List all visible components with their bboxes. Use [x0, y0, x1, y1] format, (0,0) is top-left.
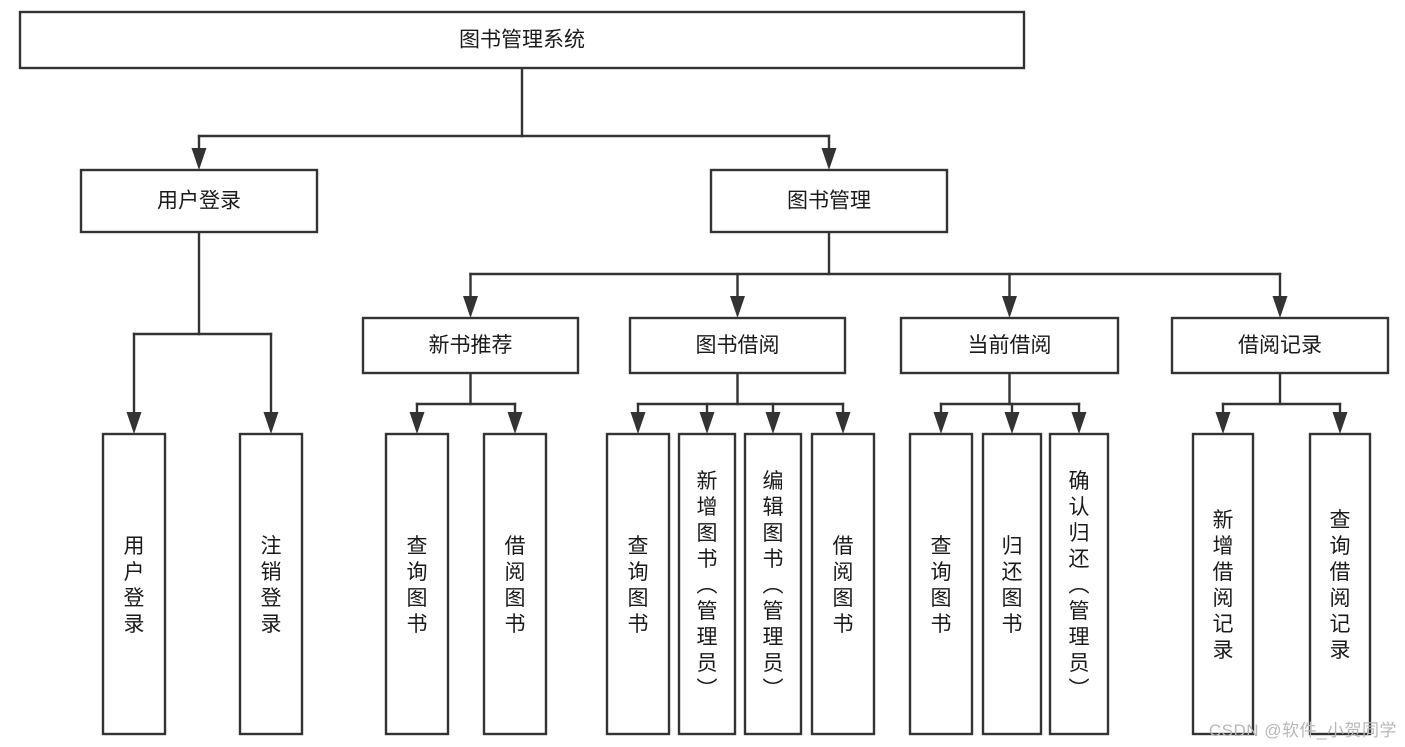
- arrow-head-icon: [507, 412, 523, 434]
- node-label: 新增图书︵管理员︶: [697, 470, 718, 701]
- node-label: 用户登录: [157, 190, 241, 213]
- arrow-head-icon: [1071, 412, 1087, 434]
- connector-group-user-login: [126, 230, 279, 434]
- arrow-head-icon: [933, 412, 949, 434]
- node-label: 当前借阅: [968, 334, 1052, 357]
- node-user-login[interactable]: 用户登录: [79, 168, 319, 234]
- arrow-head-icon: [191, 148, 207, 170]
- node-label: 查询借阅记录: [1330, 509, 1351, 662]
- node-box[interactable]: [709, 168, 949, 234]
- node-root[interactable]: 图书管理系统: [18, 10, 1026, 70]
- arrow-head-icon: [1215, 412, 1231, 434]
- node-box[interactable]: [1170, 316, 1390, 375]
- node-label: 查询图书: [628, 535, 649, 636]
- node-box[interactable]: [18, 10, 1026, 70]
- arrow-head-icon: [730, 296, 745, 318]
- node-leaf-query-book-1[interactable]: 查询图书: [384, 432, 450, 736]
- arrow-head-icon: [821, 148, 837, 170]
- node-leaf-add-record[interactable]: 新增借阅记录: [1191, 432, 1255, 736]
- connector-layer: [126, 66, 1348, 434]
- arrow-head-icon: [765, 412, 781, 434]
- node-leaf-borrow-book-2[interactable]: 借阅图书: [810, 432, 876, 736]
- connector-group-book-manage: [463, 230, 1288, 318]
- node-box[interactable]: [1191, 432, 1255, 736]
- node-box[interactable]: [384, 432, 450, 736]
- node-label: 用户登录: [124, 535, 145, 636]
- node-label: 新书推荐: [429, 334, 513, 357]
- arrow-head-icon: [463, 296, 478, 318]
- node-box[interactable]: [1048, 432, 1110, 736]
- node-leaf-query-book-3[interactable]: 查询图书: [908, 432, 974, 736]
- node-label: 编辑图书︵管理员︶: [763, 470, 784, 701]
- arrow-head-icon: [1332, 412, 1348, 434]
- node-label: 图书管理系统: [459, 29, 585, 52]
- node-label: 借阅记录: [1238, 334, 1322, 357]
- node-leaf-add-book[interactable]: 新增图书︵管理员︶: [677, 432, 737, 736]
- node-label: 归还图书: [1002, 535, 1023, 636]
- node-box[interactable]: [981, 432, 1043, 736]
- node-box[interactable]: [79, 168, 319, 234]
- arrow-head-icon: [1002, 296, 1017, 318]
- node-current-borrow[interactable]: 当前借阅: [899, 316, 1120, 375]
- node-leaf-query-book-2[interactable]: 查询图书: [605, 432, 671, 736]
- node-layer: 图书管理系统用户登录图书管理新书推荐图书借阅当前借阅借阅记录用户登录注销登录查询…: [18, 10, 1390, 736]
- node-leaf-edit-book[interactable]: 编辑图书︵管理员︶: [743, 432, 803, 736]
- node-label: 借阅图书: [833, 535, 854, 636]
- node-box[interactable]: [101, 432, 167, 736]
- connector-group-new-book-rec: [409, 371, 523, 434]
- node-leaf-logout[interactable]: 注销登录: [238, 432, 304, 736]
- node-leaf-query-record[interactable]: 查询借阅记录: [1308, 432, 1372, 736]
- node-label: 确认归还︵管理员︶: [1069, 470, 1090, 701]
- node-label: 查询图书: [931, 535, 952, 636]
- arrow-head-icon: [126, 412, 142, 434]
- node-box[interactable]: [908, 432, 974, 736]
- node-box[interactable]: [810, 432, 876, 736]
- node-leaf-return-book[interactable]: 归还图书: [981, 432, 1043, 736]
- arrow-head-icon: [699, 412, 715, 434]
- node-box[interactable]: [238, 432, 304, 736]
- node-label: 查询图书: [407, 535, 428, 636]
- node-borrow-record[interactable]: 借阅记录: [1170, 316, 1390, 375]
- node-label: 注销登录: [261, 535, 282, 636]
- connector-group-root: [191, 66, 837, 170]
- node-label: 借阅图书: [505, 535, 526, 636]
- arrow-head-icon: [835, 412, 851, 434]
- connector-group-borrow-record: [1215, 371, 1348, 434]
- node-leaf-borrow-book-1[interactable]: 借阅图书: [482, 432, 548, 736]
- node-box[interactable]: [743, 432, 803, 736]
- node-leaf-confirm-return[interactable]: 确认归还︵管理员︶: [1048, 432, 1110, 736]
- node-leaf-user-login[interactable]: 用户登录: [101, 432, 167, 736]
- node-label: 图书借阅: [696, 334, 780, 357]
- watermark-label: CSDN @软件_小贺同学: [1208, 721, 1397, 740]
- node-label: 图书管理: [787, 190, 871, 213]
- node-book-borrow[interactable]: 图书借阅: [628, 316, 847, 375]
- node-box[interactable]: [677, 432, 737, 736]
- arrow-head-icon: [1004, 412, 1020, 434]
- node-box[interactable]: [605, 432, 671, 736]
- arrow-head-icon: [630, 412, 646, 434]
- arrow-head-icon: [263, 412, 279, 434]
- connector-group-book-borrow: [630, 371, 851, 434]
- node-label: 新增借阅记录: [1213, 509, 1234, 662]
- node-box[interactable]: [482, 432, 548, 736]
- connector-group-current-borrow: [933, 371, 1087, 434]
- node-box[interactable]: [628, 316, 847, 375]
- node-box[interactable]: [361, 316, 580, 375]
- node-box[interactable]: [899, 316, 1120, 375]
- arrow-head-icon: [1272, 296, 1288, 318]
- node-new-book-rec[interactable]: 新书推荐: [361, 316, 580, 375]
- node-book-manage[interactable]: 图书管理: [709, 168, 949, 234]
- arrow-head-icon: [409, 412, 425, 434]
- node-box[interactable]: [1308, 432, 1372, 736]
